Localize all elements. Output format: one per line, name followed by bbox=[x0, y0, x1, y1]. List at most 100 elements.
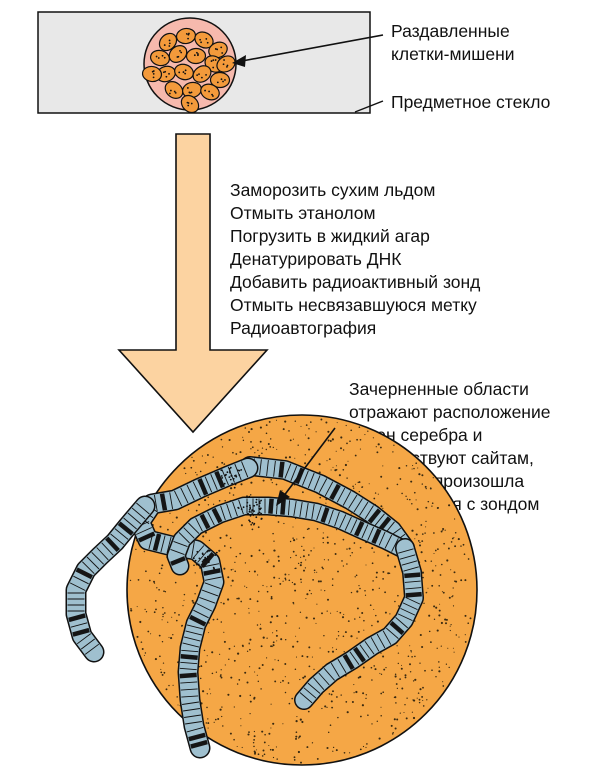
silver-grain bbox=[247, 651, 248, 652]
silver-grain bbox=[266, 657, 267, 658]
silver-grain bbox=[260, 427, 262, 429]
cell-granule bbox=[187, 38, 189, 40]
silver-grain bbox=[258, 591, 259, 592]
silver-grain bbox=[263, 480, 265, 482]
silver-grain bbox=[405, 674, 407, 676]
silver-grain bbox=[371, 625, 373, 627]
silver-grain bbox=[242, 437, 243, 438]
cell-granule bbox=[178, 72, 180, 74]
silver-grain bbox=[257, 574, 258, 575]
silver-grain bbox=[410, 671, 411, 672]
silver-grain bbox=[163, 590, 165, 592]
grain-cluster-dot bbox=[231, 475, 233, 477]
silver-grain bbox=[431, 669, 433, 671]
silver-grain bbox=[380, 715, 382, 717]
silver-grain bbox=[307, 528, 309, 530]
silver-grain bbox=[396, 683, 398, 685]
grain-cluster-dot bbox=[216, 552, 218, 554]
cell-granule bbox=[158, 57, 160, 59]
silver-grain bbox=[284, 574, 286, 576]
silver-grain bbox=[232, 452, 234, 454]
silver-grain bbox=[270, 479, 272, 481]
cell-granule bbox=[169, 40, 171, 42]
silver-grain bbox=[301, 721, 303, 723]
silver-grain bbox=[337, 611, 338, 612]
silver-grain bbox=[321, 566, 323, 568]
silver-grain bbox=[422, 533, 424, 535]
silver-grain bbox=[463, 544, 465, 546]
grain-cluster-dot bbox=[241, 508, 243, 510]
grain-cluster-dot bbox=[246, 502, 248, 504]
silver-grain bbox=[380, 447, 382, 449]
silver-grain bbox=[279, 583, 281, 585]
silver-grain bbox=[266, 561, 268, 563]
silver-grain bbox=[362, 486, 363, 487]
silver-grain bbox=[276, 746, 277, 747]
silver-grain bbox=[450, 626, 451, 627]
silver-grain bbox=[156, 587, 157, 588]
silver-grain bbox=[288, 579, 290, 581]
grain-cluster-dot bbox=[260, 500, 262, 502]
dark-band bbox=[270, 499, 271, 514]
cell-granule bbox=[177, 56, 179, 58]
cell-granule bbox=[211, 60, 213, 62]
silver-grain bbox=[373, 665, 375, 667]
silver-grain bbox=[193, 564, 195, 566]
silver-grain bbox=[298, 445, 299, 446]
cell-granule bbox=[164, 71, 166, 73]
silver-grain bbox=[363, 620, 365, 622]
grain-cluster-dot bbox=[260, 518, 262, 520]
silver-grain bbox=[382, 508, 383, 509]
silver-grain bbox=[336, 649, 337, 650]
silver-grain bbox=[360, 749, 362, 751]
step-1: Заморозить сухим льдом bbox=[230, 180, 435, 200]
silver-grain bbox=[437, 548, 439, 550]
silver-grain bbox=[169, 513, 170, 514]
silver-grain bbox=[170, 637, 172, 639]
silver-grain bbox=[334, 543, 336, 545]
silver-grain bbox=[378, 443, 380, 445]
silver-grain bbox=[198, 504, 200, 506]
silver-grain bbox=[308, 554, 310, 556]
silver-grain bbox=[398, 663, 399, 664]
cell-granule bbox=[208, 91, 210, 93]
silver-grain bbox=[442, 685, 444, 687]
silver-grain bbox=[294, 759, 296, 761]
silver-grain bbox=[276, 635, 278, 637]
silver-grain bbox=[257, 675, 258, 676]
silver-grain bbox=[130, 609, 132, 611]
silver-grain bbox=[450, 630, 451, 631]
cell-granule bbox=[204, 90, 206, 92]
silver-grain bbox=[439, 610, 441, 612]
silver-grain bbox=[338, 631, 339, 632]
cell-granule bbox=[168, 73, 170, 75]
silver-grain bbox=[321, 612, 323, 614]
grain-cluster-dot bbox=[208, 561, 210, 563]
silver-grain bbox=[375, 615, 376, 616]
silver-grain bbox=[352, 701, 354, 703]
silver-grain bbox=[376, 576, 378, 578]
silver-grain bbox=[317, 528, 319, 530]
silver-grain bbox=[373, 437, 374, 438]
silver-grain bbox=[234, 706, 235, 707]
silver-grain bbox=[460, 545, 461, 546]
silver-grain bbox=[240, 483, 242, 485]
silver-grain bbox=[313, 669, 314, 670]
silver-grain bbox=[276, 630, 278, 632]
slide-label: Предметное стекло bbox=[391, 92, 550, 112]
cell-granule bbox=[224, 79, 226, 81]
silver-grain bbox=[251, 428, 253, 430]
silver-grain bbox=[263, 553, 265, 555]
silver-grain bbox=[213, 456, 214, 457]
silver-grain bbox=[273, 641, 275, 643]
silver-grain bbox=[403, 712, 404, 713]
silver-grain bbox=[236, 598, 238, 600]
silver-grain bbox=[185, 473, 186, 474]
silver-grain bbox=[409, 645, 410, 646]
silver-grain bbox=[312, 742, 313, 743]
silver-grain bbox=[175, 582, 177, 584]
silver-grain bbox=[285, 622, 287, 624]
silver-grain bbox=[343, 539, 345, 541]
silver-grain bbox=[408, 656, 410, 658]
silver-grain bbox=[266, 638, 267, 639]
